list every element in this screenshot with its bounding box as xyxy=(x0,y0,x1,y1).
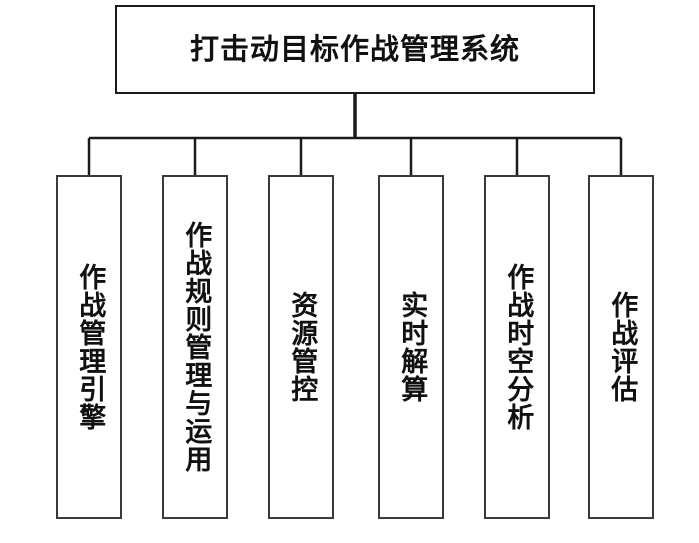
root-node[interactable]: 打击动目标作战管理系统 xyxy=(115,5,595,94)
child-node-6-label: 作战评估 xyxy=(606,291,638,403)
child-node-5-label: 作战时空分析 xyxy=(502,263,534,431)
child-node-2[interactable]: 作战规则管理与运用 xyxy=(162,175,228,519)
child-node-2-label: 作战规则管理与运用 xyxy=(180,221,212,473)
child-node-4-label: 实时解算 xyxy=(396,291,428,403)
child-node-4[interactable]: 实时解算 xyxy=(378,175,444,519)
child-node-5[interactable]: 作战时空分析 xyxy=(484,175,550,519)
root-node-label: 打击动目标作战管理系统 xyxy=(189,32,520,66)
child-node-3-label: 资源管控 xyxy=(286,291,318,403)
child-node-1-label: 作战管理引擎 xyxy=(74,263,106,431)
child-node-6[interactable]: 作战评估 xyxy=(588,175,654,519)
child-node-3[interactable]: 资源管控 xyxy=(268,175,334,519)
child-node-1[interactable]: 作战管理引擎 xyxy=(56,175,122,519)
